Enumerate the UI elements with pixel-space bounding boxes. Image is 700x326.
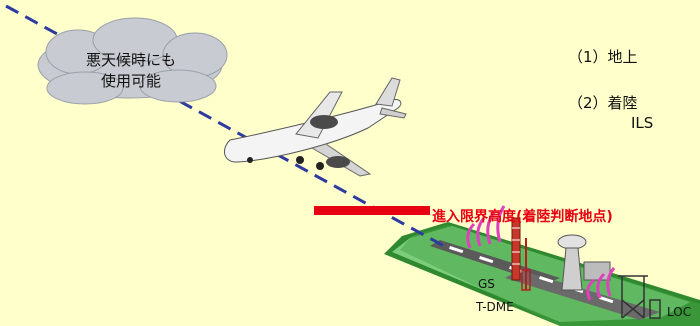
cloud-text: 悪天候時にも 使用可能 <box>36 50 226 92</box>
minimum-altitude-bar <box>314 206 430 215</box>
tdme-label: T-DME <box>476 300 514 314</box>
tdme-antenna-icon <box>521 238 531 291</box>
airplane-icon <box>223 77 407 177</box>
item-2-continued: ILS <box>631 114 654 132</box>
item-1: （1）地上 <box>568 48 638 66</box>
signal-arcs <box>466 205 616 301</box>
item-2: （2）着陸 <box>568 94 638 112</box>
gs-label: GS <box>478 277 495 291</box>
runway-area <box>384 222 700 326</box>
gs-antenna-icon <box>511 217 521 281</box>
cloud-text-line2: 使用可能 <box>100 72 161 90</box>
loc-label: LOC <box>667 305 692 319</box>
control-tower-icon <box>557 234 611 291</box>
cloud-text-line1: 悪天候時にも <box>85 51 176 69</box>
loc-antenna-icon <box>618 275 661 319</box>
cloud-shape <box>37 17 228 105</box>
minimum-altitude-label: 進入限界高度(着陸判断地点) <box>432 209 613 225</box>
approach-path <box>5 4 445 248</box>
